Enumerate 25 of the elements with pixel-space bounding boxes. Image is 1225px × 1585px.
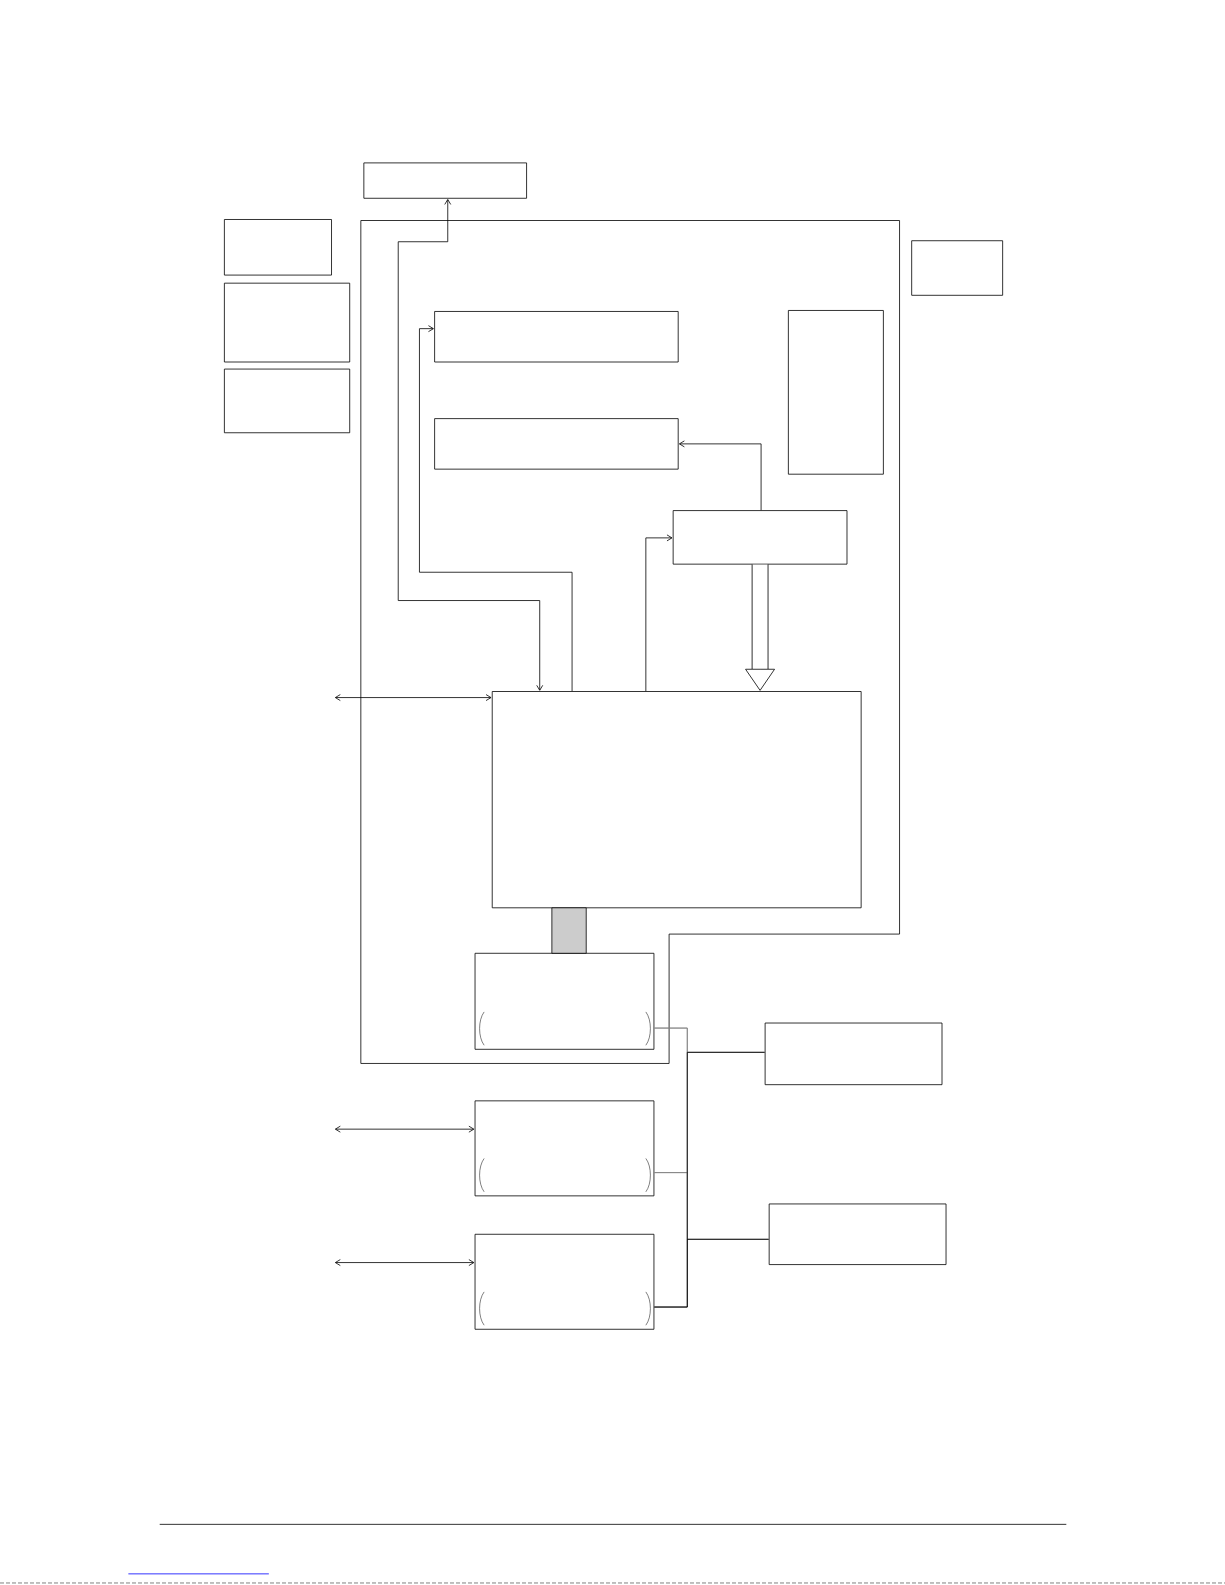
box [911, 240, 1004, 296]
arrow [679, 440, 762, 511]
box [224, 282, 351, 363]
arrow [419, 325, 573, 692]
box [224, 219, 332, 276]
box [764, 1022, 943, 1086]
box [474, 1233, 655, 1330]
arrow [334, 1259, 475, 1266]
frame-outline [360, 220, 900, 1064]
box [491, 691, 862, 909]
arrow [397, 199, 544, 691]
block-arrow [745, 564, 775, 691]
box [434, 311, 679, 363]
box [224, 368, 351, 434]
box [787, 310, 884, 475]
arrow [645, 534, 673, 692]
box [474, 1100, 655, 1197]
box [768, 1203, 947, 1265]
arrow [334, 694, 492, 701]
arrow [334, 1125, 475, 1133]
box [363, 162, 527, 199]
box [672, 510, 848, 565]
box [434, 418, 679, 470]
connector-line [653, 1238, 770, 1308]
box [474, 952, 655, 1050]
